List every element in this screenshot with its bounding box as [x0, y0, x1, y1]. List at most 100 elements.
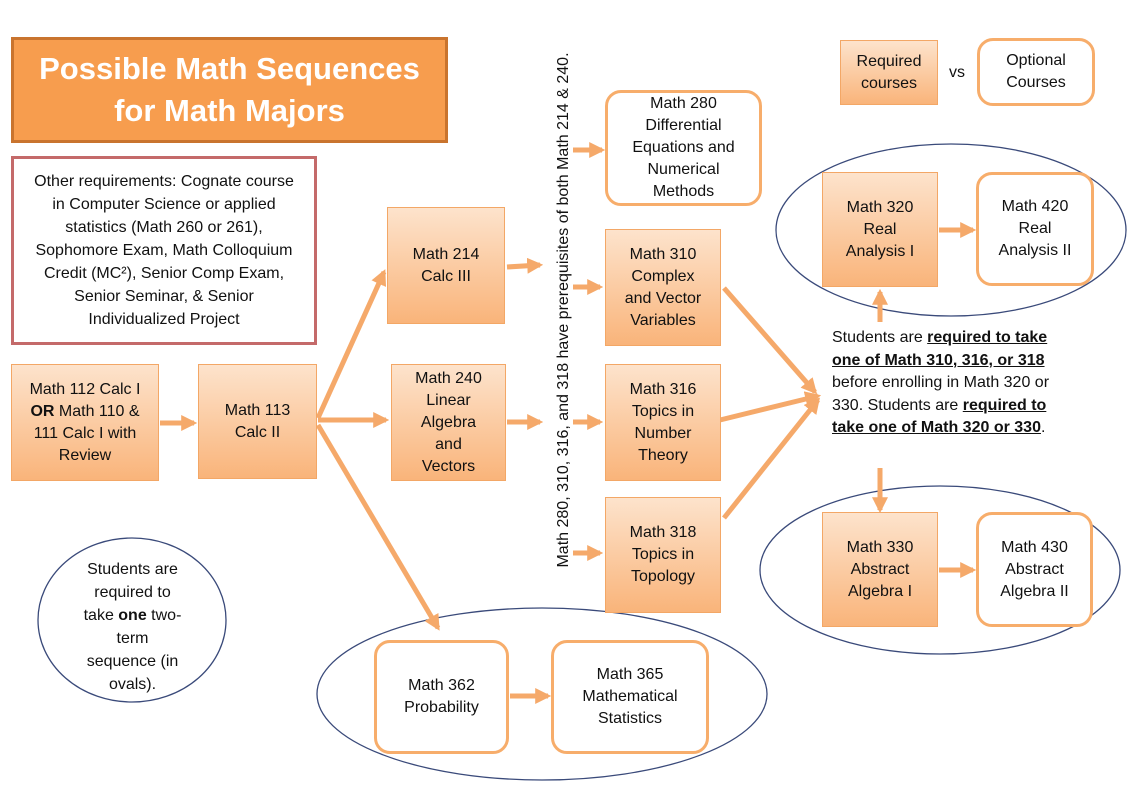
course-math-310[interactable]: Math 310 Complex and Vector Variables	[605, 229, 721, 346]
course-line: Number	[634, 424, 692, 442]
course-math-280[interactable]: Math 280 Differential Equations and Nume…	[605, 90, 762, 206]
course-line: Abstract	[850, 560, 910, 578]
course-line: Variables	[630, 311, 696, 329]
legend-optional-box: Optional Courses	[977, 38, 1095, 106]
course-line: Algebra	[420, 413, 477, 431]
course-line: Math 112 Calc I	[29, 380, 141, 398]
title-line-2: for Math Majors	[114, 93, 345, 128]
arrow-214-vert	[506, 257, 544, 274]
course-line: Calc II	[234, 423, 281, 441]
oval-note-line: sequence (in	[86, 653, 179, 670]
course-line: Analysis I	[845, 242, 915, 260]
oval-note-line: Students are	[87, 561, 178, 578]
oval-statistics	[316, 607, 768, 781]
arrow-316-note	[719, 391, 822, 423]
course-line-bold: OR	[30, 402, 55, 420]
oval-note-line: term	[116, 630, 149, 647]
oval-note-line: two-	[146, 607, 182, 624]
prerequisite-note-text: Math 280, 310, 316, and 318 have prerequ…	[555, 52, 572, 568]
page-title: Possible Math Sequences for Math Majors	[11, 37, 448, 143]
course-line: Math 110 &	[54, 402, 140, 420]
two-term-sequence-note: Students are required to take one two- t…	[45, 558, 220, 696]
course-line: Methods	[652, 183, 715, 200]
oval-note-bold: one	[118, 607, 147, 624]
course-math-318[interactable]: Math 318 Topics in Topology	[605, 497, 721, 613]
course-math-240[interactable]: Math 240 Linear Algebra and Vectors	[391, 364, 506, 481]
arrow-310-note	[722, 286, 818, 395]
course-line: Equations and	[632, 139, 735, 156]
legend-optional-line-2: Courses	[1006, 74, 1066, 91]
course-line: Statistics	[597, 710, 662, 727]
oval-note-line: required to	[94, 584, 171, 601]
arrow-318-note	[722, 397, 820, 520]
course-math-330[interactable]: Math 330 Abstract Algebra I	[822, 512, 938, 627]
course-math-112[interactable]: Math 112 Calc I OR Math 110 & 111 Calc I…	[11, 364, 159, 481]
course-line: Complex	[631, 267, 695, 285]
legend-vs: vs	[949, 64, 965, 81]
course-line: Algebra II	[1000, 582, 1069, 600]
course-line: Math 330	[846, 538, 914, 556]
course-line: Math 430	[1001, 538, 1068, 556]
course-line: Math 113	[224, 401, 291, 419]
oval-note-line: take	[83, 607, 119, 624]
course-line: Math 316	[629, 380, 697, 398]
course-line: Math 318	[629, 524, 697, 541]
course-line: Math 214	[412, 245, 480, 263]
course-line: Real	[1018, 220, 1052, 237]
course-line: Math 362	[408, 677, 475, 694]
course-line: Math 420	[1001, 198, 1069, 215]
course-line: 111 Calc I with	[33, 424, 137, 442]
course-math-316[interactable]: Math 316 Topics in Number Theory	[605, 364, 721, 481]
legend-required-line-1: Required	[856, 52, 922, 70]
note-emphasis: required to take one of Math 310, 316, o…	[832, 329, 1048, 369]
oval-analysis	[775, 143, 1127, 317]
oval-note-ellipse	[37, 537, 227, 703]
other-requirements-text: Other requirements: Cognate course in Co…	[34, 173, 294, 328]
students-requirement-note: Students are required to take one of Mat…	[832, 327, 1062, 440]
course-line: Math 240	[415, 369, 482, 387]
course-line: Topics in	[631, 402, 695, 420]
course-line: Vectors	[421, 457, 476, 475]
course-math-365[interactable]: Math 365 Mathematical Statistics	[551, 640, 709, 754]
oval-algebra	[759, 485, 1121, 655]
oval-note-line: ovals).	[108, 676, 157, 693]
course-line: Calc III	[421, 267, 471, 285]
other-requirements-box: Other requirements: Cognate course in Co…	[11, 156, 317, 345]
course-math-430[interactable]: Math 430 Abstract Algebra II	[976, 512, 1093, 627]
course-line: Numerical	[647, 161, 720, 178]
course-line: Linear	[426, 391, 471, 409]
legend-required-line-2: courses	[860, 74, 918, 92]
course-math-214[interactable]: Math 214 Calc III	[387, 207, 505, 324]
course-line: Math 320	[846, 198, 914, 216]
course-line: Probability	[404, 699, 479, 716]
course-line: Algebra I	[847, 582, 913, 600]
course-line: Theory	[638, 446, 688, 464]
course-line: Math 310	[629, 245, 697, 263]
course-line: and Vector	[624, 289, 702, 307]
course-line: Math 365	[596, 666, 664, 683]
legend-optional-line-1: Optional	[1006, 52, 1066, 69]
course-line: Topics in	[631, 546, 695, 563]
course-line: Differential	[645, 117, 722, 134]
course-line: Review	[58, 446, 112, 464]
course-math-420[interactable]: Math 420 Real Analysis II	[976, 172, 1094, 286]
note-text: Students are	[832, 329, 928, 346]
course-math-113[interactable]: Math 113 Calc II	[198, 364, 317, 479]
course-line: Topology	[630, 568, 696, 585]
course-line: Real	[863, 220, 897, 238]
course-line: and	[435, 435, 462, 453]
arrow-113-362	[315, 423, 441, 631]
note-text: before enrolling in Math 320 or 330. Stu…	[832, 374, 1050, 414]
course-math-320[interactable]: Math 320 Real Analysis I	[822, 172, 938, 287]
arrow-113-214	[315, 269, 387, 420]
course-line: Analysis II	[998, 242, 1072, 259]
note-text: .	[1040, 419, 1046, 436]
course-line: Math 280	[650, 95, 717, 112]
course-line: Abstract	[1005, 560, 1064, 578]
title-line-1: Possible Math Sequences	[39, 51, 420, 86]
legend-required-box: Required courses	[840, 40, 938, 105]
course-line: Mathematical	[582, 688, 678, 705]
course-math-362[interactable]: Math 362 Probability	[374, 640, 509, 754]
note-emphasis: required to take one of Math 320 or 330	[832, 396, 1047, 437]
